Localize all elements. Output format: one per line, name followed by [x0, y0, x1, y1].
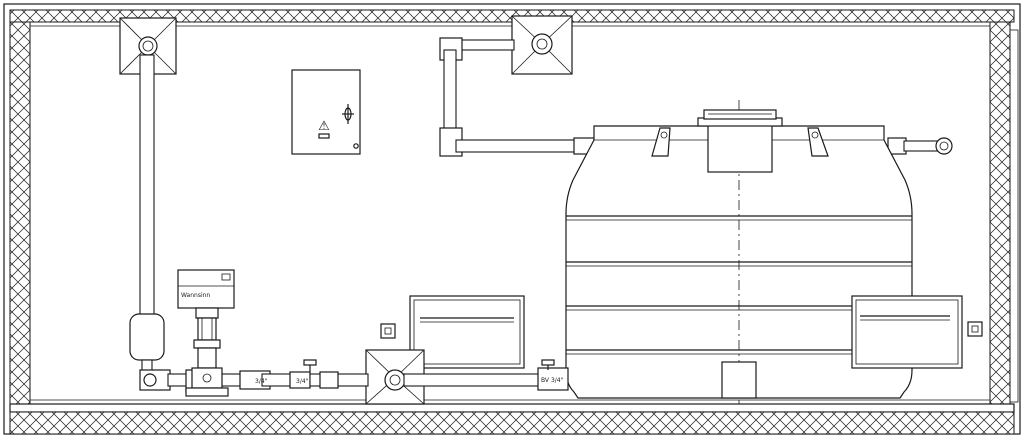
- warning-icon: ⚠: [318, 119, 330, 134]
- ceiling-vent-left: [119, 17, 177, 75]
- top-pipe-run: [439, 37, 595, 157]
- ceiling-vent-right: [511, 15, 573, 75]
- fitting-mark-2: BV 3/4": [541, 377, 564, 384]
- booster-pump: Wannsinn: [177, 269, 235, 397]
- wall-heater-center: [409, 295, 525, 369]
- left-wall-insulation: [9, 21, 31, 405]
- right-wall-insulation: [989, 21, 1011, 405]
- fitting-mark-3: 3/4": [296, 378, 309, 385]
- floor-plate: [9, 403, 1015, 413]
- pump-label: Wannsinn: [181, 292, 210, 299]
- floor-insulation: [9, 411, 1015, 435]
- door-frame: [1009, 29, 1019, 403]
- expansion-vessel: [129, 313, 165, 375]
- water-tank: [565, 100, 913, 404]
- fitting-mark-1: 3/4": [255, 378, 268, 385]
- container-walls: [3, 3, 1021, 435]
- wall-socket-right: [967, 321, 983, 337]
- bottom-pipe-manifold: 3/4" BV 3/4" 3/4": [139, 359, 569, 393]
- control-cabinet: ⚠: [291, 69, 361, 155]
- wall-heater-right: [851, 295, 963, 369]
- wall-socket-left: [380, 323, 396, 339]
- left-riser-pipe: [139, 54, 155, 321]
- overflow-outlet: [887, 137, 953, 155]
